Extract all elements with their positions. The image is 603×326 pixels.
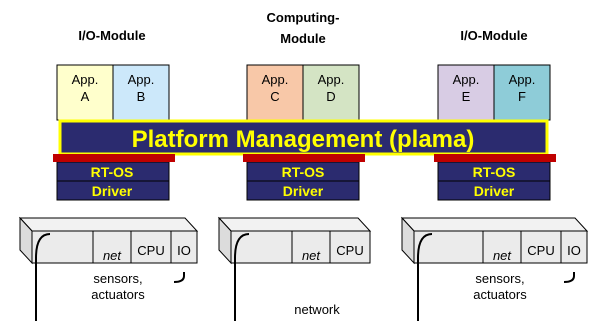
red-bar [53, 154, 175, 162]
port-cell [560, 230, 588, 264]
rtos-label: RT-OS [282, 164, 325, 180]
io-note: sensors, [475, 271, 524, 286]
module-title: Computing- [267, 10, 340, 25]
box-top-face [18, 217, 199, 232]
app-label: D [326, 89, 335, 104]
io-note: actuators [473, 287, 527, 302]
app-label: B [137, 89, 146, 104]
app-label: App. [262, 72, 289, 87]
app-box [493, 64, 551, 121]
app-label: App. [509, 72, 536, 87]
rtos-label: RT-OS [473, 164, 516, 180]
red-bar [243, 154, 365, 162]
app-label: App. [318, 72, 345, 87]
hardware-box: net CPU IO [18, 216, 199, 265]
port-label-cpu: CPU [527, 243, 554, 258]
port-cell [329, 230, 371, 264]
app-label: F [518, 89, 526, 104]
driver-layer [437, 180, 551, 201]
driver-label: Driver [92, 183, 133, 199]
module-title: I/O-Module [78, 28, 145, 43]
box-front-face [31, 230, 198, 264]
port-label-net: net [302, 248, 321, 263]
port-label-io: IO [177, 243, 191, 258]
rtos-label: RT-OS [91, 164, 134, 180]
app-box [302, 64, 360, 121]
io-cable [563, 272, 575, 283]
driver-layer [56, 180, 170, 201]
driver-label: Driver [474, 183, 515, 199]
app-label: App. [453, 72, 480, 87]
app-label: C [270, 89, 279, 104]
port-label-cpu: CPU [336, 243, 363, 258]
box-front-face [230, 230, 371, 264]
port-label-net: net [103, 248, 122, 263]
app-box [56, 64, 114, 121]
network-cable [35, 233, 51, 321]
red-bar [434, 154, 556, 162]
app-box [112, 64, 170, 121]
io-note: sensors, [93, 271, 142, 286]
io-note: actuators [91, 287, 145, 302]
app-label: E [462, 89, 471, 104]
module-title: I/O-Module [460, 28, 527, 43]
driver-label: Driver [283, 183, 324, 199]
port-cell [170, 230, 198, 264]
network-cable [417, 233, 433, 321]
app-label: A [81, 89, 90, 104]
port-label-net: net [493, 248, 512, 263]
hardware-box: net CPU [217, 216, 372, 265]
hardware-box: net CPU IO [400, 216, 589, 265]
port-label-cpu: CPU [137, 243, 164, 258]
box-top-face [217, 217, 372, 232]
platform-label: Platform Management (plama) [132, 126, 475, 153]
io-cable [173, 272, 185, 283]
driver-layer [246, 180, 360, 201]
module-title: Module [280, 31, 326, 46]
network-label: network [294, 302, 340, 317]
box-top-face [400, 217, 589, 232]
app-label: App. [72, 72, 99, 87]
port-label-io: IO [567, 243, 581, 258]
network-cable [234, 233, 250, 321]
app-label: App. [128, 72, 155, 87]
